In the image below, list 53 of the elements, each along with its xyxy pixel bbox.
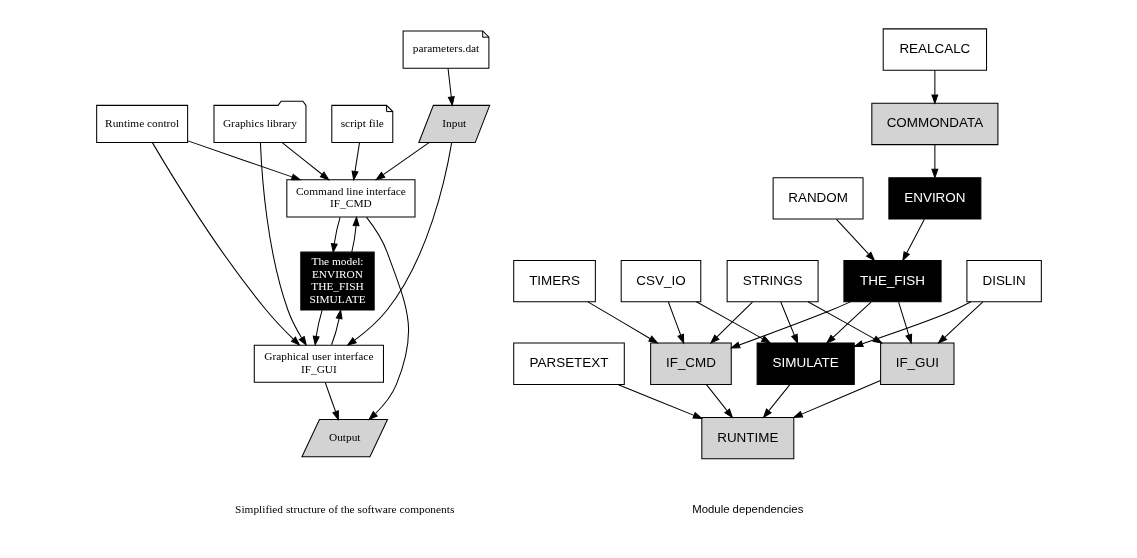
node-box: DISLIN	[965, 259, 1042, 303]
arrow	[930, 144, 938, 180]
arrow	[807, 301, 883, 344]
node-box: REALCALC	[882, 28, 987, 71]
arrow	[930, 69, 938, 105]
arrow	[330, 216, 341, 254]
arrow	[695, 301, 771, 344]
node-box: CSV_IO	[620, 259, 701, 303]
arrow	[365, 216, 409, 421]
arrow	[779, 301, 798, 345]
arrow	[586, 301, 659, 344]
arrow	[351, 142, 360, 182]
arrow	[897, 301, 912, 345]
arrow	[709, 301, 753, 345]
arrow	[616, 384, 703, 420]
node-box: Command line interface IF_CMD	[285, 179, 415, 218]
node-box: PARSETEXT	[512, 342, 625, 385]
arrow	[330, 308, 343, 346]
node-box: Graphical user interface IF_GUI	[253, 344, 384, 383]
node-box: Runtime control	[95, 104, 188, 144]
arrow	[729, 301, 851, 349]
arrow	[350, 215, 360, 253]
arrow	[852, 301, 971, 348]
arrow	[259, 142, 307, 347]
node-box: STRINGS	[726, 259, 819, 303]
arrow	[186, 140, 302, 181]
node-box: COMMONDATA	[870, 102, 998, 146]
label: Module dependencies	[691, 503, 803, 516]
node-box: THE_FISH	[842, 259, 942, 303]
arrow	[835, 218, 875, 262]
node-box: IF_GUI	[879, 342, 954, 385]
arrow	[791, 379, 881, 419]
arrow	[447, 67, 455, 107]
arrow	[825, 301, 872, 345]
node-box: RUNTIME	[700, 416, 794, 460]
arrow	[151, 142, 301, 347]
node-box: TIMERS	[512, 259, 596, 303]
arrow	[324, 382, 339, 421]
node-box: SIMULATE	[756, 342, 855, 385]
node-box: ENVIRON	[887, 177, 981, 220]
arrow	[374, 142, 429, 181]
node-box: IF_CMD	[649, 342, 732, 385]
node-box: The model: ENVIRON THE_FISH SIMULATE	[299, 251, 375, 311]
arrow	[281, 142, 330, 181]
arrow	[705, 384, 733, 419]
arrow	[667, 301, 684, 345]
arrow	[762, 384, 790, 419]
arrow	[312, 309, 323, 347]
arrow	[936, 301, 983, 345]
arrow	[346, 142, 452, 347]
arrow	[901, 218, 925, 262]
label: Simplified structure of the software components	[234, 503, 454, 516]
node-box: RANDOM	[772, 177, 864, 220]
